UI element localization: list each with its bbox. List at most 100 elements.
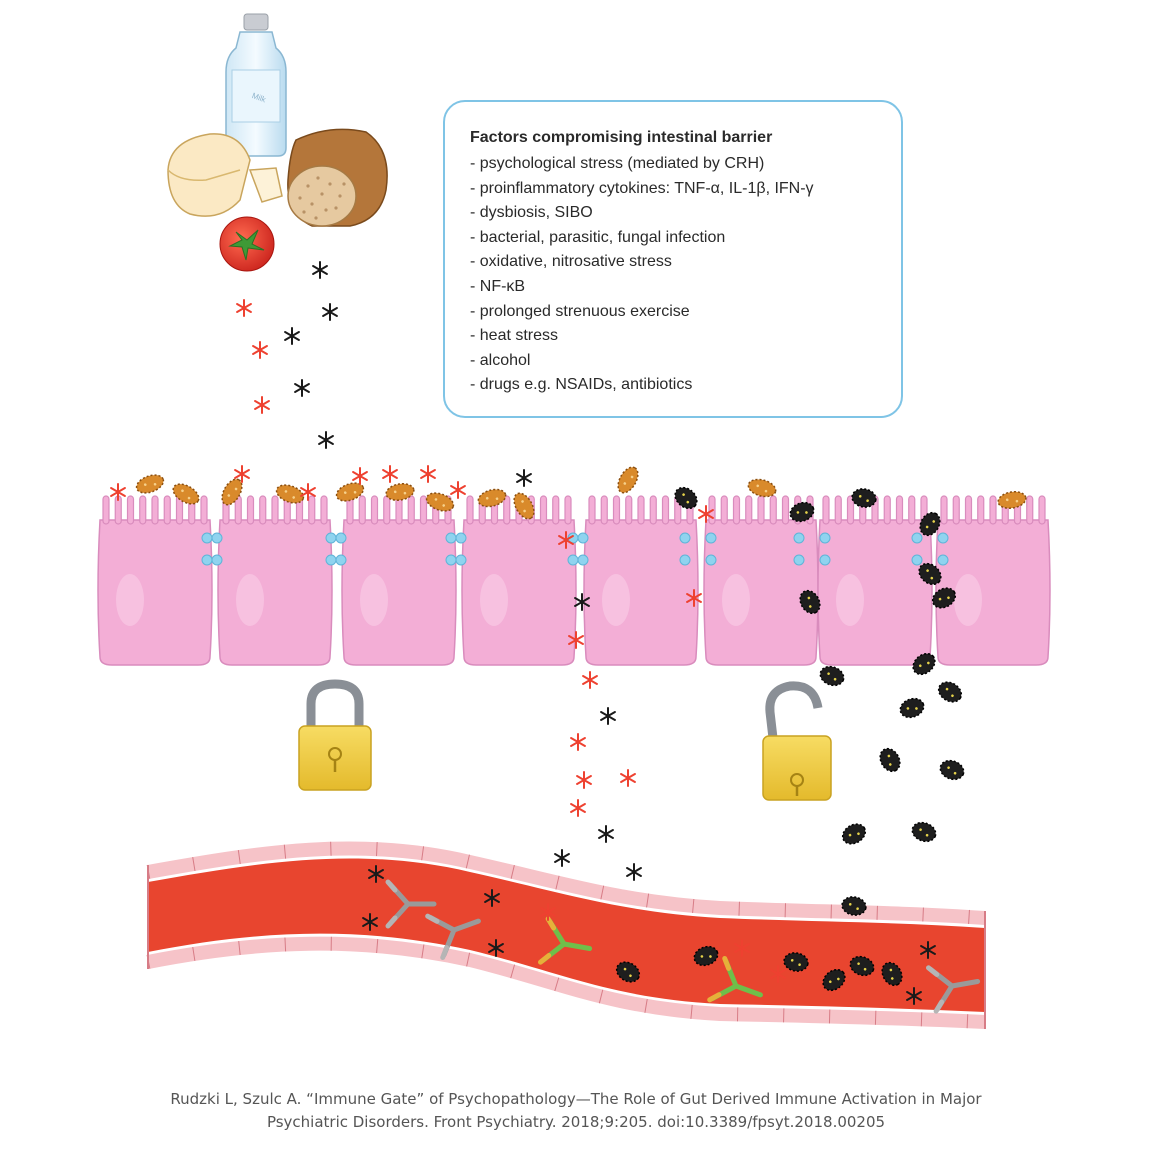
- bacterium-icon: [939, 759, 965, 781]
- bacterium-icon: [851, 488, 877, 508]
- bacterium-icon: [789, 501, 815, 523]
- antigen-asterisk-icon: [920, 941, 936, 959]
- factors-box: [443, 100, 903, 418]
- antigen-asterisk-icon: [554, 849, 570, 867]
- bacterium-icon: [617, 466, 639, 494]
- epithelial-cell-layer: [97, 495, 1051, 666]
- bacterium-icon: [899, 697, 925, 719]
- bacterium-icon: [911, 821, 937, 843]
- antigen-asterisk-icon: [484, 889, 500, 907]
- antibodies: [385, 879, 981, 1014]
- antigen-asterisk-icon: [322, 303, 338, 321]
- factor-item: - NF-κB: [470, 277, 526, 295]
- bacterium-icon: [997, 491, 1027, 509]
- antigen-asterisk-icon: [540, 903, 556, 921]
- bacterium-icon: [841, 823, 867, 845]
- bacterium-icon: [513, 492, 535, 520]
- antigen-asterisk-icon: [284, 327, 300, 345]
- figure-caption: Rudzki L, Szulc A. “Immune Gate” of Psyc…: [0, 1088, 1152, 1134]
- antigen-asterisk-icon: [110, 483, 126, 501]
- antigen-asterisk-icon: [686, 589, 702, 607]
- bacterium-icon: [879, 747, 901, 773]
- antigen-asterisk-icon: [294, 379, 310, 397]
- bacterium-icon: [819, 665, 845, 687]
- bacteria: [135, 466, 1027, 992]
- antigen-asterisk-icon: [568, 631, 584, 649]
- antigens: [110, 261, 936, 1005]
- bacterium-icon: [822, 968, 846, 992]
- tomato-icon: [219, 216, 275, 272]
- factor-item: - drugs e.g. NSAIDs, antibiotics: [470, 376, 693, 394]
- antigen-asterisk-icon: [312, 261, 328, 279]
- tight-junction: [201, 532, 223, 566]
- factor-item: - heat stress: [470, 327, 559, 345]
- antigen-asterisk-icon: [368, 865, 384, 883]
- bacterium-icon: [799, 589, 821, 615]
- antigen-asterisk-icon: [558, 531, 574, 549]
- antibody-icon: [425, 913, 481, 961]
- factor-item: - dysbiosis, SIBO: [470, 204, 593, 222]
- antigen-asterisk-icon: [362, 913, 378, 931]
- factors-title: Factors compromising intestinal barrier: [470, 129, 773, 146]
- bacterium-icon: [783, 952, 809, 972]
- factor-item: - psychological stress (mediated by CRH): [470, 155, 765, 172]
- antigen-asterisk-icon: [516, 469, 532, 487]
- open-lock-icon: [762, 681, 832, 801]
- tight-junction: [911, 532, 949, 566]
- bacterium-icon: [425, 492, 455, 512]
- tight-junction: [567, 532, 589, 566]
- tight-junction: [679, 532, 717, 566]
- bacterium-icon: [477, 488, 507, 508]
- antigen-asterisk-icon: [574, 593, 590, 611]
- antigen-asterisk-icon: [234, 465, 250, 483]
- factor-item: - prolonged strenuous exercise: [470, 302, 690, 320]
- antigen-asterisk-icon: [420, 465, 436, 483]
- antigen-asterisk-icon: [450, 481, 466, 499]
- milk-bottle-icon: Milk: [225, 13, 287, 157]
- bacterium-icon: [931, 587, 957, 609]
- antigen-asterisk-icon: [906, 987, 922, 1005]
- antigen-asterisk-icon: [318, 431, 334, 449]
- factors-list: - psychological stress (mediated by CRH)…: [470, 152, 814, 398]
- antigen-asterisk-icon: [254, 396, 270, 414]
- bread-icon: [287, 128, 388, 227]
- factor-item: - proinflammatory cytokines: TNF-α, IL-1…: [470, 179, 814, 197]
- epithelial-cell: [817, 495, 933, 666]
- gut-barrier-diagram: Milk: [97, 13, 1051, 1029]
- caption-line-2: Psychiatric Disorders. Front Psychiatry.…: [266, 1113, 886, 1131]
- epithelial-cell: [935, 495, 1051, 666]
- bacterium-icon: [937, 681, 963, 703]
- bacterium-icon: [747, 478, 777, 498]
- antigen-asterisk-icon: [698, 505, 714, 523]
- bacterium-icon: [918, 562, 942, 586]
- antigen-asterisk-icon: [382, 465, 398, 483]
- epithelial-cell: [97, 495, 213, 666]
- tight-junction: [445, 532, 467, 566]
- tight-junction: [325, 532, 347, 566]
- bacterium-icon: [385, 483, 415, 501]
- bacterium-icon: [849, 955, 875, 977]
- tight-junctions: [201, 532, 949, 566]
- antigen-asterisk-icon: [620, 769, 636, 787]
- antibody-icon: [537, 916, 593, 965]
- antigen-asterisk-icon: [600, 707, 616, 725]
- caption-line-1: Rudzki L, Szulc A. “Immune Gate” of Psyc…: [170, 1090, 982, 1108]
- antigen-asterisk-icon: [770, 965, 786, 983]
- bacterium-icon: [172, 483, 200, 505]
- antibody-icon: [707, 955, 763, 1003]
- antigen-asterisk-icon: [626, 863, 642, 881]
- bacterium-icon: [335, 482, 365, 502]
- epithelial-cell: [461, 495, 577, 666]
- blood-vessel: [146, 841, 986, 1029]
- antigen-asterisk-icon: [300, 483, 316, 501]
- factor-item: - bacterial, parasitic, fungal infection: [470, 228, 726, 246]
- epithelial-cell: [217, 495, 333, 666]
- bacterium-icon: [881, 961, 903, 987]
- bacterium-icon: [674, 486, 698, 510]
- antigen-asterisk-icon: [582, 671, 598, 689]
- antigen-asterisk-icon: [236, 299, 252, 317]
- bacterium-icon: [275, 484, 305, 504]
- bacterium-icon: [615, 961, 641, 983]
- antigen-asterisk-icon: [252, 341, 268, 359]
- bacterium-icon: [919, 511, 941, 537]
